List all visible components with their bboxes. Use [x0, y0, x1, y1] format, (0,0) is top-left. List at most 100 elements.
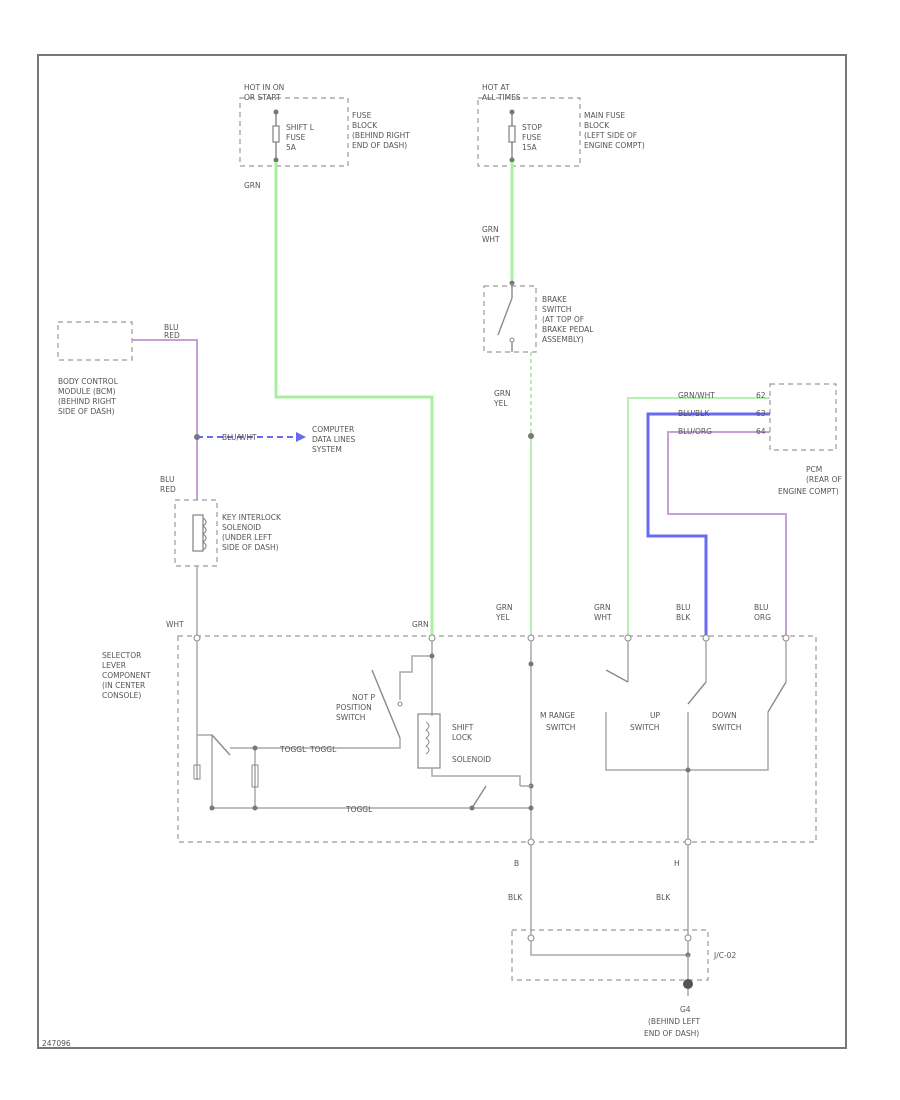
- fuse-right-source-1: HOT AT: [482, 83, 510, 92]
- key-interlock-2: SOLENOID: [222, 523, 261, 532]
- label-blu-red-sol-2: RED: [160, 485, 176, 494]
- label-blk-left: BLK: [508, 893, 523, 902]
- shift-lock-1: SHIFT: [452, 723, 474, 732]
- diagram-id: 247096: [42, 1039, 71, 1048]
- fuse-left-loc-2: BLOCK: [352, 121, 378, 130]
- label-blu-org-slc-1: BLU: [754, 603, 768, 612]
- selector-lever-2: LEVER: [102, 661, 126, 670]
- bcm-2: MODULE (BCM): [58, 387, 116, 396]
- label-grn-slc: GRN: [412, 620, 429, 629]
- data-lines-1: COMPUTER: [312, 425, 354, 434]
- label-blu-blk-slc-1: BLU: [676, 603, 690, 612]
- down-switch-2: SWITCH: [712, 723, 741, 732]
- fuse-right-source-2: ALL TIMES: [482, 93, 521, 102]
- splice-grn-yel: [528, 433, 534, 439]
- label-internal1: TOGGL: [279, 745, 307, 754]
- fuse-block-left: HOT IN ON OR START SHIFT L FUSE 5A FUSE …: [239, 83, 410, 167]
- fuse-left-source-1: HOT IN ON: [244, 83, 284, 92]
- label-grn-yel-slc-1: GRN: [496, 603, 513, 612]
- label-grn-wht-slc-2: WHT: [594, 613, 612, 622]
- label-pcm-grn-wht: GRN/WHT: [678, 391, 715, 400]
- wire-grn-wht-pcm: [627, 397, 770, 636]
- label-grn-wht-top-1: GRN: [482, 225, 499, 234]
- not-p-2: POSITION: [336, 703, 372, 712]
- not-p-3: SWITCH: [336, 713, 365, 722]
- diagram-frame: [37, 54, 847, 1049]
- down-switch-1: DOWN: [712, 711, 737, 720]
- label-internal2: TOGGL: [309, 745, 337, 754]
- fuse-right-fuse-2: FUSE: [522, 133, 542, 142]
- label-pcm-pin1: 62: [756, 391, 766, 400]
- selector-lever-1: SELECTOR: [102, 651, 141, 660]
- brake-switch-4: BRAKE PEDAL: [542, 325, 594, 334]
- computer-data-lines: BLU/WHT COMPUTER DATA LINES SYSTEM: [194, 425, 355, 454]
- label-pcm-pin2: 63: [756, 409, 766, 418]
- up-switch-1: UP: [650, 711, 660, 720]
- bcm-4: SIDE OF DASH): [58, 407, 115, 416]
- key-interlock-3: (UNDER LEFT: [222, 533, 272, 542]
- wire-blu-red: [132, 339, 198, 500]
- ground-circuit: B H BLK BLK J/C-02 G4 (BEHIND LEFT END O…: [508, 845, 736, 1038]
- fuse-right-fuse-1: STOP: [522, 123, 542, 132]
- label-blk-right: BLK: [656, 893, 671, 902]
- label-grn-yel-slc-2: YEL: [495, 613, 510, 622]
- not-p-1: NOT P: [352, 693, 375, 702]
- fuse-left-loc-3: (BEHIND RIGHT: [352, 131, 410, 140]
- shift-lock-3: SOLENOID: [452, 755, 491, 764]
- label-grn-top: GRN: [244, 181, 261, 190]
- label-grn-yel-mid-2: YEL: [493, 399, 508, 408]
- data-lines-2: DATA LINES: [312, 435, 355, 444]
- selector-lever-4: (IN CENTER: [102, 681, 145, 690]
- label-pcm-blu-org: BLU/ORG: [678, 427, 712, 436]
- pcm-3: ENGINE COMPT): [778, 487, 839, 496]
- ground-3: END OF DASH): [644, 1029, 699, 1038]
- label-pcm-pin3: 64: [756, 427, 766, 436]
- label-blu-blk-slc-2: BLK: [676, 613, 691, 622]
- fuse-left-loc-4: END OF DASH): [352, 141, 407, 150]
- m-range-2: SWITCH: [546, 723, 575, 732]
- brake-switch: BRAKE SWITCH (AT TOP OF BRAKE PEDAL ASSE…: [483, 280, 594, 353]
- junction-label: J/C-02: [713, 951, 736, 960]
- fuse-right-loc-1: MAIN FUSE: [584, 111, 625, 120]
- fuse-left-source-2: OR START: [244, 93, 281, 102]
- bcm-3: (BEHIND RIGHT: [58, 397, 116, 406]
- label-grn-wht-slc-1: GRN: [594, 603, 611, 612]
- brake-switch-3: (AT TOP OF: [542, 315, 584, 324]
- pcm-2: (REAR OF: [806, 475, 842, 484]
- brake-switch-1: BRAKE: [542, 295, 567, 304]
- label-internal3: TOGGL: [345, 805, 373, 814]
- label-blu-wht-data: BLU/WHT: [222, 433, 257, 442]
- label-blu-red-bcm-2: RED: [164, 331, 180, 340]
- wire-blu-org: [667, 431, 787, 636]
- fuse-left-fuse-3: 5A: [286, 143, 297, 152]
- selector-lever-component: WHT GRN GRN YEL GRN WHT BLU BLK BLU ORG …: [102, 603, 817, 846]
- label-conn-right: H: [674, 859, 680, 868]
- pcm-1: PCM: [806, 465, 822, 474]
- shift-lock-2: LOCK: [452, 733, 473, 742]
- brake-switch-2: SWITCH: [542, 305, 571, 314]
- m-range-1: M RANGE: [540, 711, 575, 720]
- fuse-left-loc-1: FUSE: [352, 111, 372, 120]
- bcm-1: BODY CONTROL: [58, 377, 119, 386]
- fuse-left-fuse-2: FUSE: [286, 133, 306, 142]
- fuse-right-loc-2: BLOCK: [584, 121, 610, 130]
- label-blu-red-sol-1: BLU: [160, 475, 174, 484]
- label-blu-red-bcm-1: BLU: [164, 323, 178, 332]
- brake-switch-5: ASSEMBLY): [542, 335, 584, 344]
- label-blu-org-slc-2: ORG: [754, 613, 771, 622]
- label-wht-left: WHT: [166, 620, 184, 629]
- fuse-right-loc-4: ENGINE COMPT): [584, 141, 645, 150]
- fuse-left-fuse-1: SHIFT L: [286, 123, 315, 132]
- key-interlock-1: KEY INTERLOCK: [222, 513, 282, 522]
- pcm: GRN/WHT BLU/BLK BLU/ORG 62 63 64 PCM (RE…: [646, 383, 842, 636]
- selector-lever-5: CONSOLE): [102, 691, 141, 700]
- up-switch-2: SWITCH: [630, 723, 659, 732]
- selector-lever-3: COMPONENT: [102, 671, 151, 680]
- ground-1: G4: [680, 1005, 691, 1014]
- wire-blu-blk: [646, 412, 770, 636]
- fuse-right-loc-3: (LEFT SIDE OF: [584, 131, 637, 140]
- label-pcm-blu-blk: BLU/BLK: [678, 409, 710, 418]
- wire-grn-shift-fuse: [274, 162, 434, 636]
- body-control-module: BLU RED BODY CONTROL MODULE (BCM) (BEHIN…: [57, 321, 198, 500]
